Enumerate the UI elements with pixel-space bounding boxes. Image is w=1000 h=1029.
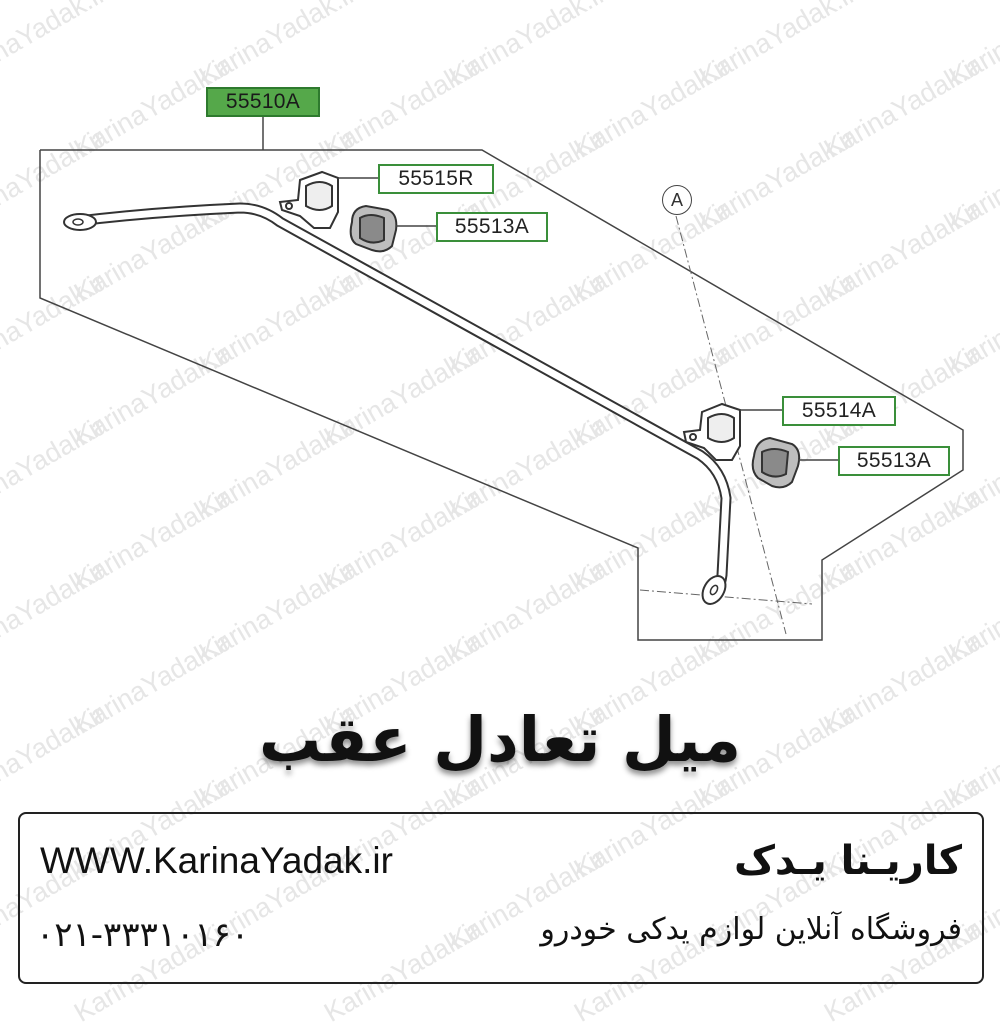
bar-end-left [63,213,97,231]
part-label-55513a-upper: 55513A [436,212,548,242]
phone-number: ۰۲۱-۳۳۳۱۰۱۶۰ [36,915,250,955]
store-name: کاریـنا یـدک [733,838,962,884]
part-label-55515r: 55515R [378,164,494,194]
part-label-55513a-lower: 55513A [838,446,950,476]
website-link[interactable]: WWW.KarinaYadak.ir [40,840,393,881]
bracket-55515r [278,170,339,229]
part-label-55514a: 55514A [782,396,896,426]
bushing-upper [349,204,398,253]
bar-end-right [701,575,727,605]
stabilizer-bar [64,202,732,602]
parts-diagram [39,116,964,641]
page-title: میل تعادل عقب [259,703,741,776]
part-label-main: 55510A [206,87,320,117]
axis-line-bottom [639,589,813,605]
info-box [18,812,984,984]
bushing-lower [751,436,801,489]
store-tagline: فروشگاه آنلاین لوازم یدکی خودرو [540,912,962,947]
bracket-55514a [682,402,741,461]
diagram-outline [39,149,964,641]
callout-a: A [662,185,692,215]
